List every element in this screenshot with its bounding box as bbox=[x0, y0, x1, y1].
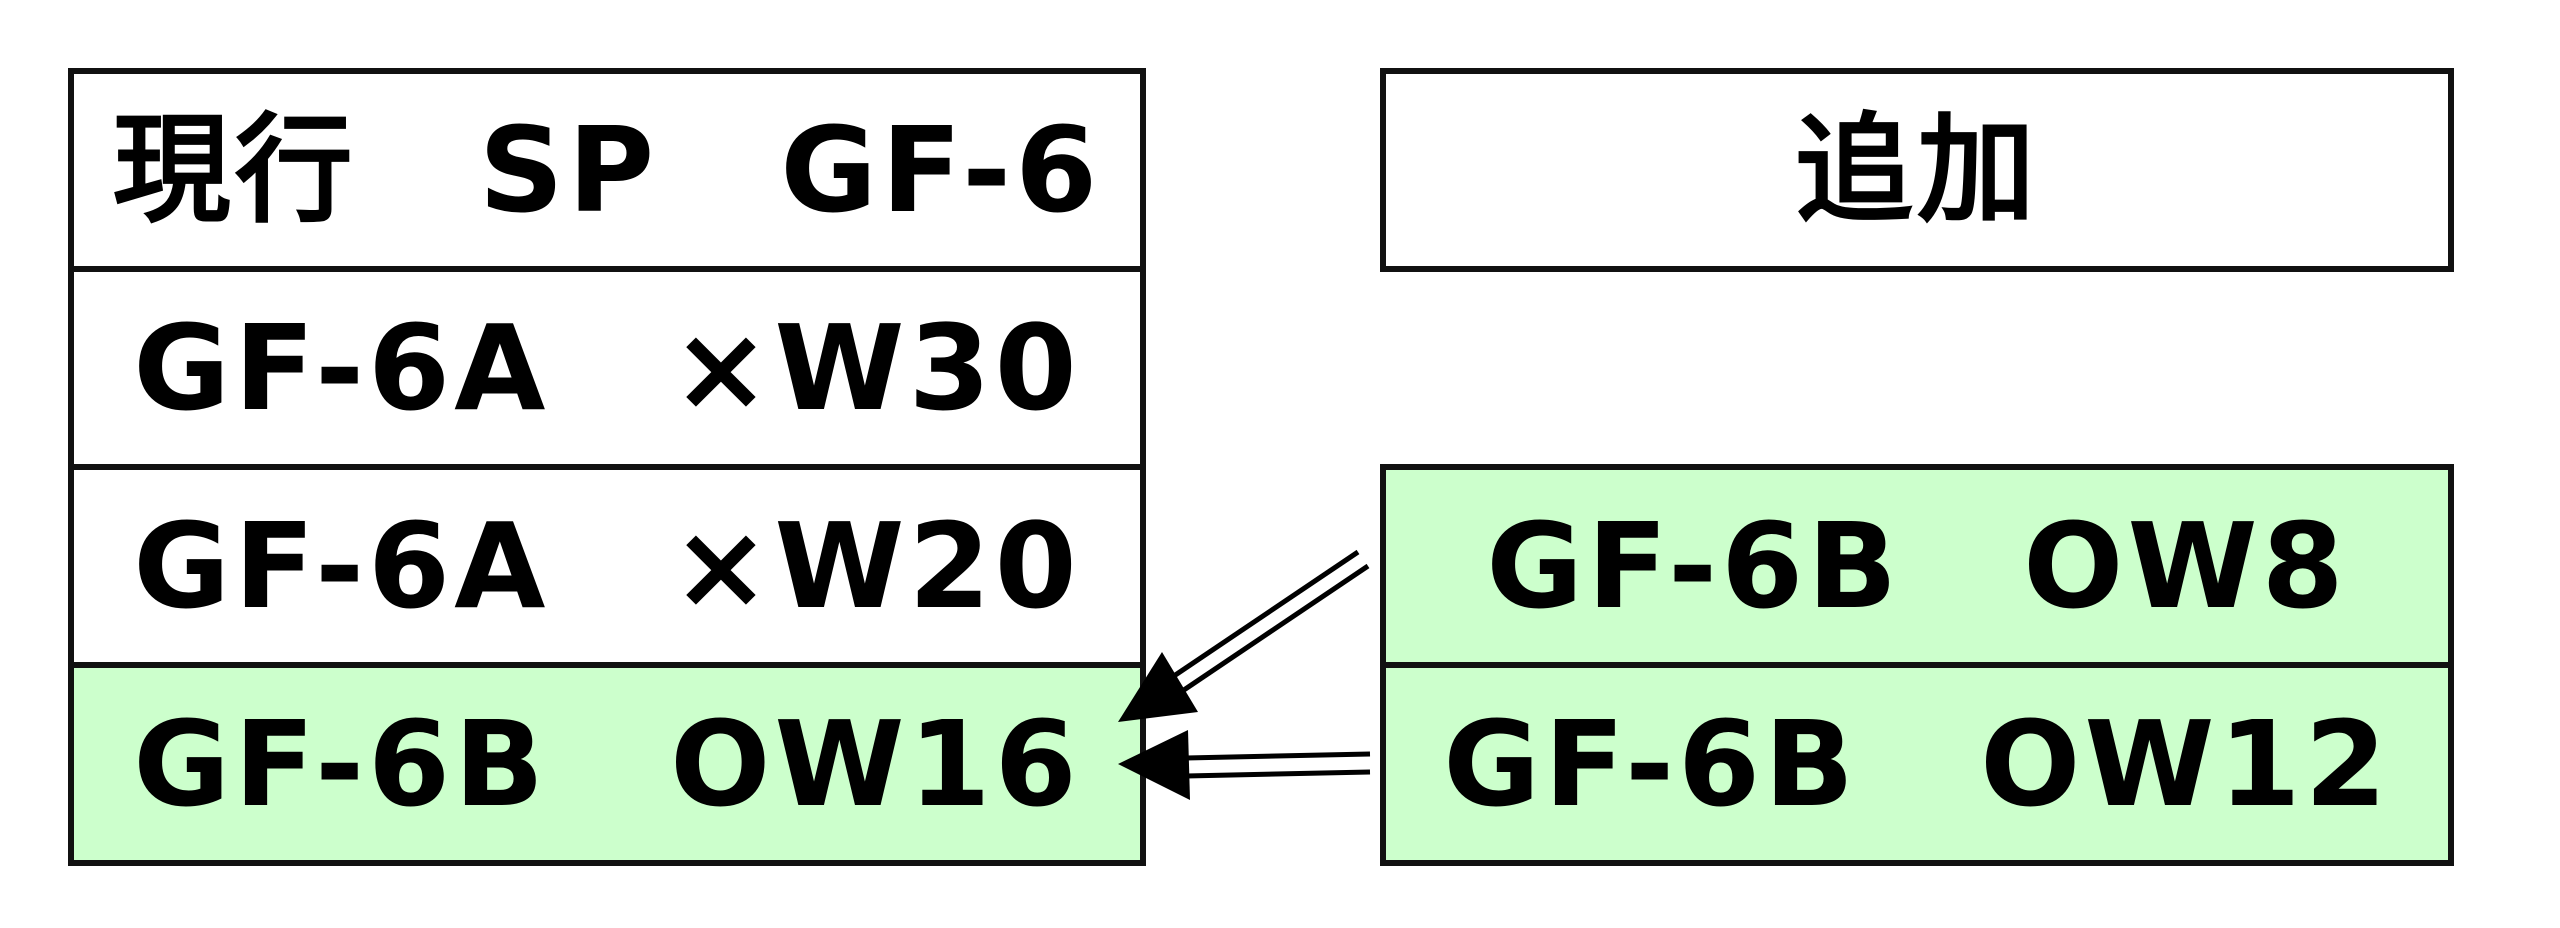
addition-header: 追加 bbox=[1380, 68, 2454, 272]
arrow-ow12-to-ow16 bbox=[1118, 730, 1371, 800]
current-header-label: 現行 SP GF-6 bbox=[112, 101, 1102, 239]
current-row-1-label: GF-6A ×W30 bbox=[133, 299, 1081, 437]
addition-row-2-label: GF-6B OW12 bbox=[1443, 695, 2391, 833]
arrow-ow8-to-ow16 bbox=[1118, 549, 1370, 722]
current-row-3: GF-6B OW16 bbox=[68, 662, 1146, 866]
current-row-2: GF-6A ×W20 bbox=[68, 464, 1146, 668]
addition-row-1: GF-6B OW8 bbox=[1380, 464, 2454, 668]
addition-row-2: GF-6B OW12 bbox=[1380, 662, 2454, 866]
current-row-3-label: GF-6B OW16 bbox=[133, 695, 1081, 833]
current-row-2-label: GF-6A ×W20 bbox=[133, 497, 1081, 635]
current-row-1: GF-6A ×W30 bbox=[68, 266, 1146, 470]
addition-row-1-label: GF-6B OW8 bbox=[1486, 497, 2348, 635]
current-header: 現行 SP GF-6 bbox=[68, 68, 1146, 272]
addition-header-label: 追加 bbox=[1794, 101, 2039, 239]
